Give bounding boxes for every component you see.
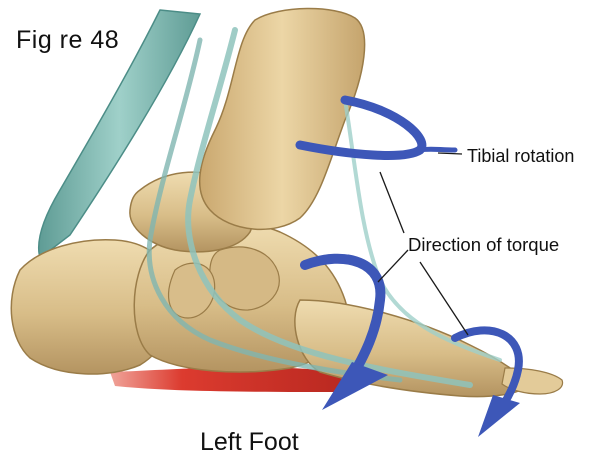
tibia-bone — [200, 8, 365, 229]
leader-line-torque-upper — [380, 172, 404, 233]
figure-label: Fig re 48 — [16, 26, 119, 55]
direction-of-torque-label: Direction of torque — [408, 234, 559, 256]
leader-line-torque-toe — [420, 262, 468, 335]
leader-line-torque-heel — [378, 250, 408, 282]
leader-line-tibial — [438, 153, 462, 154]
figure-caption: Left Foot — [200, 428, 299, 457]
tibial-rotation-label: Tibial rotation — [467, 146, 574, 167]
